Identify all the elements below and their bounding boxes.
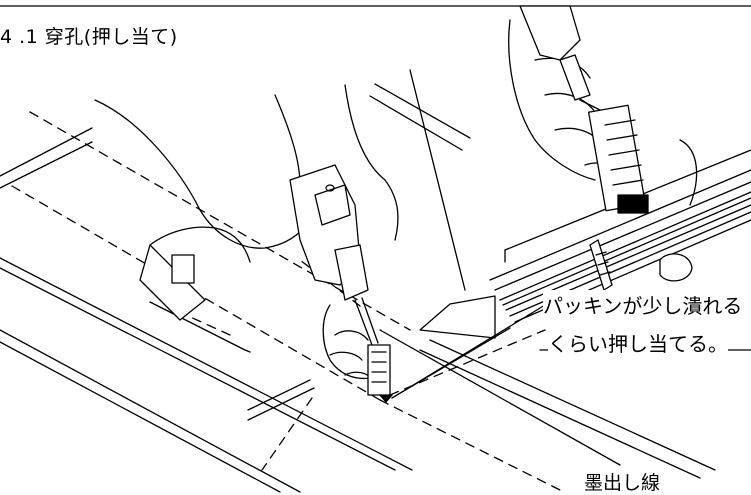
annotation-line-2: くらい押し当てる。 [548, 328, 728, 357]
left-hand [94, 84, 399, 321]
rail-end-block [419, 295, 496, 339]
guide-line [419, 109, 466, 291]
drill-upper-right [519, 5, 649, 214]
figure-title: 4 .1 穿孔(押し当て) [0, 26, 178, 48]
annotation-line-1: パッキンが少し潰れる [543, 290, 743, 319]
finger-tip [659, 253, 693, 282]
marking-line-label: 墨出し線 [584, 472, 661, 494]
center-lower-hand [322, 304, 393, 403]
drill-center [289, 164, 379, 346]
roof-panel-lines [0, 83, 716, 493]
guide-line-upper [409, 69, 421, 111]
anchor-bolt [589, 239, 613, 291]
